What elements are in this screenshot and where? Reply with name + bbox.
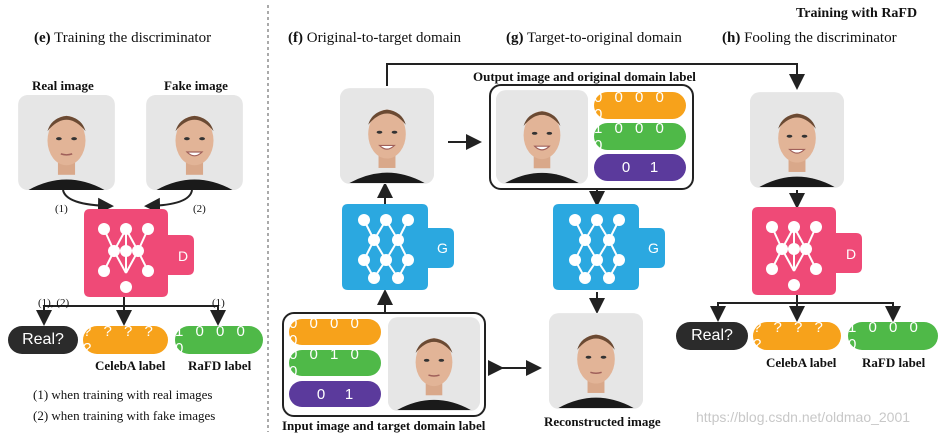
reconstructed-face-image <box>549 313 643 409</box>
real-pill: Real? <box>8 326 78 354</box>
celeba-label-h: CelebA label <box>766 355 837 370</box>
rafd-pill-e: 1 0 0 0 0 <box>175 323 263 357</box>
watermark: https://blog.csdn.net/oldmao_2001 <box>696 409 911 425</box>
arrow-tag-1b: (1) <box>212 297 225 309</box>
output-box <box>489 84 694 190</box>
fake-image-label: Fake image <box>164 78 228 93</box>
generator-network-g: G <box>551 204 669 292</box>
celeba-unknown-pill: ? ? ? ? ? <box>83 323 168 357</box>
arrow-d-to-real <box>36 296 125 326</box>
rafd-pill-h: 1 0 0 0 0 <box>848 319 938 353</box>
real-pill-h: Real? <box>676 322 748 350</box>
arrow-top-loop <box>386 63 805 90</box>
real-face-image <box>18 95 115 190</box>
arrow-d2-to-rafd <box>797 302 901 322</box>
g-letter-g: G <box>648 240 659 256</box>
arrow-tag-1: (1) <box>55 203 68 215</box>
fake-face-image <box>146 95 243 190</box>
output-rafd-pill: 1 0 0 0 0 <box>594 120 686 154</box>
reconstructed-label: Reconstructed image <box>544 414 661 429</box>
d-letter: D <box>178 248 188 264</box>
output-label: Output image and original domain label <box>473 69 696 84</box>
translated-face-image <box>340 88 434 184</box>
arrow-d-to-rafd <box>124 305 226 326</box>
fooling-face-image <box>750 92 844 188</box>
arrow-fake-to-d <box>144 189 193 214</box>
section-g-title: (g) Target-to-original domain <box>506 30 682 46</box>
arrow-real-to-d <box>62 189 114 214</box>
input-label: Input image and target domain label <box>282 418 486 433</box>
note-fake: (2) when training with fake images <box>33 408 216 423</box>
rafd-label-h: RaFD label <box>862 355 926 370</box>
diagram-title: Training with RaFD <box>796 6 918 21</box>
arrow-d2-to-real <box>710 293 798 322</box>
celeba-label-e: CelebA label <box>95 358 166 373</box>
generator-network-f: G <box>340 204 458 292</box>
d-letter-h: D <box>846 246 856 262</box>
arrow-tag-2: (2) <box>193 203 206 215</box>
input-rafd-pill: 0 0 1 0 0 <box>289 346 381 380</box>
input-box <box>282 312 486 417</box>
rafd-label-e: RaFD label <box>188 358 252 373</box>
output-celeba-pill: 0 0 0 0 0 <box>594 89 686 123</box>
input-celeba-pill: 0 0 0 0 0 <box>289 315 381 349</box>
input-face-image <box>388 317 480 411</box>
arrow-tag-1-2: (1), (2) <box>38 297 70 309</box>
output-face-image <box>496 90 588 184</box>
section-f-title: (f) Original-to-target domain <box>288 30 462 46</box>
note-real: (1) when training with real images <box>33 387 213 402</box>
g-letter-f: G <box>437 240 448 256</box>
celeba-unknown-pill-h: ? ? ? ? ? <box>753 319 841 353</box>
section-e-title: (e) Training the discriminator <box>34 30 212 46</box>
section-h-title: (h) Fooling the discriminator <box>722 30 897 46</box>
discriminator-network: D <box>82 209 197 299</box>
discriminator-network-h: D <box>750 207 865 297</box>
real-image-label: Real image <box>32 78 94 93</box>
